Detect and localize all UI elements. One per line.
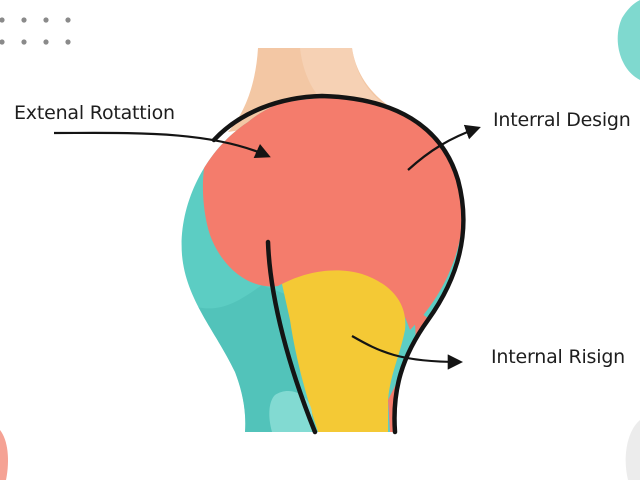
upper-limb-highlight bbox=[300, 48, 384, 104]
label-external-rotation: Extenal Rotattion bbox=[14, 102, 175, 124]
arrow-internal-design bbox=[407, 124, 481, 171]
corner-shape-top-right bbox=[617, 0, 640, 80]
inner-outline bbox=[265, 239, 318, 435]
corner-shape-bottom-right bbox=[625, 420, 640, 480]
label-internal-risign: Internal Risign bbox=[491, 346, 626, 368]
dot-grid-icon bbox=[0, 17, 71, 45]
corner-shape-bottom-left bbox=[0, 430, 8, 480]
arrow-external-rotation bbox=[53, 131, 271, 158]
label-internal-design: Interral Design bbox=[493, 109, 631, 131]
body-outline bbox=[211, 93, 466, 435]
arrow-internal-risign bbox=[351, 335, 464, 370]
yellow-region bbox=[282, 270, 406, 432]
